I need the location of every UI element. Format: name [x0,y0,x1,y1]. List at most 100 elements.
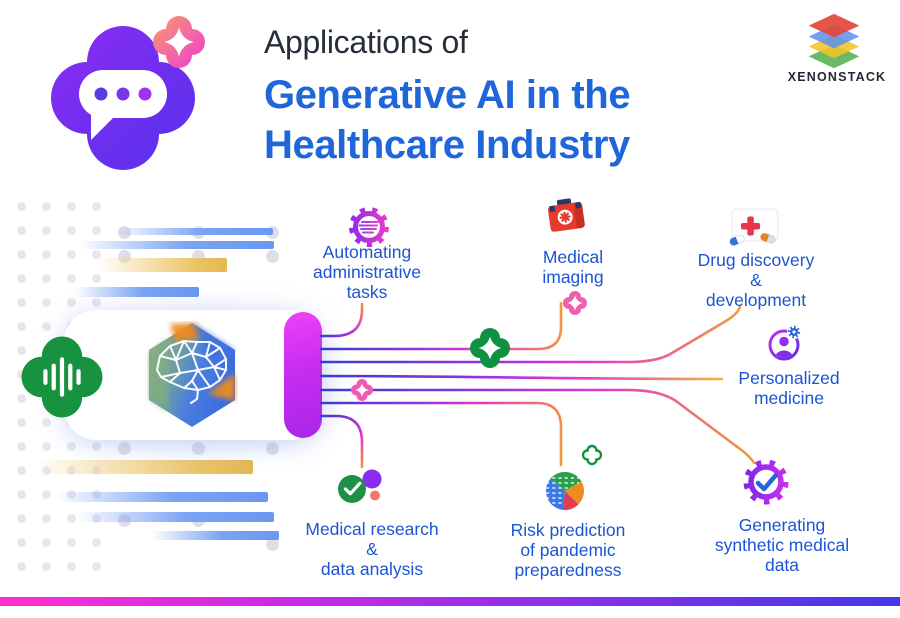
app-label-drug-discovery-development: Drug discovery & development [698,250,815,310]
decor-dot [42,226,51,235]
label-line: Generating [738,515,826,535]
decor-dot [17,346,26,355]
decor-dot [42,322,51,331]
label-line: Automating [322,242,412,262]
line-to-personalized-medicine [319,374,724,381]
label-line: imaging [542,267,604,287]
first-aid-kit-icon [547,198,585,232]
decor-dot [92,250,101,259]
page-title: Applications of Generative AI in the Hea… [264,24,734,170]
decor-bar-blue-5 [78,512,274,522]
line-to-risk-prediction [319,401,563,467]
decor-dot [92,562,101,571]
line-to-medical-research [319,414,364,469]
decor-dot [92,274,101,283]
decor-dot [67,202,76,211]
decor-dot [67,514,76,523]
decor-dot [42,418,51,427]
line-to-medical-imaging [319,301,563,351]
pie-chart-icon [545,471,585,510]
xenonstack-stack-icon [808,13,860,69]
voice-waveform-icon [21,336,103,418]
decor-dot [67,538,76,547]
app-label-personalized-medicine: Personalized medicine [738,368,839,408]
decor-dot [17,322,26,331]
decor-dot [17,562,26,571]
card-output-cap [284,312,322,438]
decor-dot [42,514,51,523]
brain-nodes [174,351,216,383]
decor-dot [17,514,26,523]
decor-dot-soft [266,250,279,263]
logo-dot-1 [94,87,108,101]
decor-dot [92,538,101,547]
label-line: Drug discovery [697,250,815,270]
automation-gear-icon [349,207,389,247]
green-sparkle-icon [470,328,510,368]
footer-gradient-bar [0,597,900,606]
decor-dot [67,562,76,571]
decor-dot-soft [266,538,279,551]
line-to-drug-discovery [319,304,742,364]
app-label-generating-synthetic-medical-data: Generating synthetic medical data [715,515,849,575]
ai-brain-hexagon-icon [149,323,235,427]
label-line: Risk prediction [510,520,626,540]
patient-profile-gear-icon [768,325,801,361]
decor-dot [42,538,51,547]
brand-name: XENONSTACK [787,70,887,84]
medicine-box-pills-icon [729,208,779,246]
label-line: & [366,539,378,559]
decor-dot [17,538,26,547]
label-line: medicine [753,388,825,408]
decor-dot [17,394,26,403]
label-line: of pandemic [520,540,616,560]
decor-dot [67,274,76,283]
decor-dot [92,442,101,451]
line-to-synthetic-data [319,388,756,465]
decor-bar-blue-6 [151,531,279,540]
label-line: Medical research [305,519,439,539]
line-to-automating-administrative-tasks [319,302,364,338]
decor-dot [42,250,51,259]
connector-lines [319,301,756,469]
decor-dot-soft [118,442,131,455]
decor-dot [42,274,51,283]
decor-dot [42,562,51,571]
decor-dot [67,442,76,451]
decor-dot [17,490,26,499]
pink-sparkle-icon-small [351,379,373,402]
decor-dot [17,466,26,475]
chatbot-logo [50,16,205,170]
label-line: data [764,555,800,575]
label-line: Personalized [738,368,840,388]
decor-dot [67,250,76,259]
decor-bar-blue-1 [114,228,273,235]
decor-bar-blue-2 [78,241,274,249]
label-line: development [705,290,807,310]
decor-dot [42,490,51,499]
gear-check-icon [743,459,789,505]
decor-dot [67,226,76,235]
title-line-2: Healthcare Industry [264,123,630,167]
decor-dot [67,298,76,307]
decor-dot [17,274,26,283]
label-line: & [750,270,762,290]
logo-sparkle-icon [153,16,205,68]
pink-sparkle-icon [563,291,587,315]
decor-bar-blue-3 [75,287,199,297]
app-label-medical-imaging: Medical imaging [542,247,603,287]
label-line: tasks [346,282,388,302]
app-label-automating-administrative-tasks: Automating administrative tasks [313,242,421,302]
decor-dot [17,298,26,307]
logo-speech-bubble [91,114,117,140]
decor-dot [17,418,26,427]
decor-dot [17,226,26,235]
label-line: Medical [542,247,604,267]
decor-bar-gold-2 [40,460,253,474]
green-outline-sparkle-icon [581,444,603,466]
label-line: preparedness [514,560,622,580]
brain-wireframe [156,340,227,404]
logo-dot-2 [116,87,130,101]
decor-dot [42,202,51,211]
